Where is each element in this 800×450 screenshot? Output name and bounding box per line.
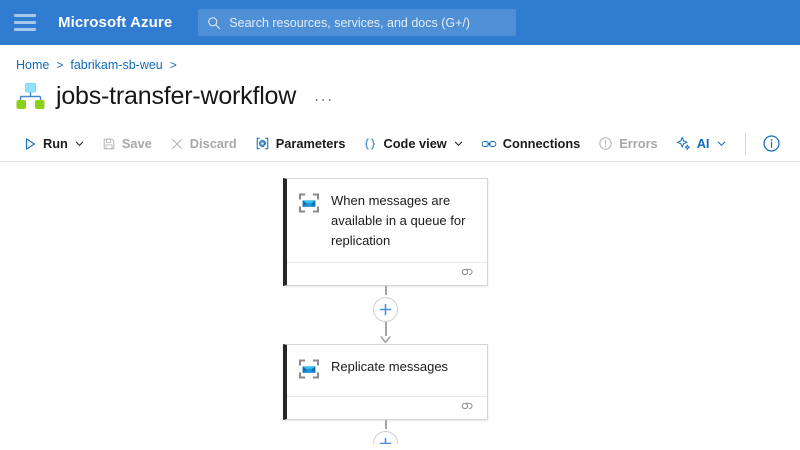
- chevron-down-icon: [75, 139, 84, 148]
- info-circle-icon[interactable]: [756, 134, 787, 153]
- ai-button[interactable]: AI: [667, 129, 735, 159]
- action-node-title: Replicate messages: [331, 359, 449, 374]
- insert-step-button-1[interactable]: [373, 297, 398, 322]
- connector-line-top: [384, 286, 387, 297]
- close-x-icon: [170, 137, 184, 151]
- connector-1: [283, 286, 488, 344]
- run-label: Run: [43, 136, 68, 151]
- connections-label: Connections: [502, 136, 581, 151]
- chevron-down-icon: [454, 139, 463, 148]
- connector-line-bottom: [384, 322, 387, 336]
- service-bus-icon: [298, 358, 320, 385]
- breadcrumb-separator-2: >: [169, 58, 177, 72]
- chevron-down-icon: [717, 139, 726, 148]
- parameters-button[interactable]: Parameters: [246, 129, 355, 159]
- action-node[interactable]: Replicate messages: [283, 344, 488, 420]
- global-search-placeholder: Search resources, services, and docs (G+…: [229, 15, 471, 30]
- logic-app-workflow-icon: [14, 80, 46, 112]
- errors-button: Errors: [589, 129, 666, 159]
- errors-label: Errors: [619, 136, 658, 151]
- azure-top-header: Microsoft Azure Search resources, servic…: [0, 0, 800, 45]
- service-bus-icon: [298, 192, 320, 219]
- page-title: jobs-transfer-workflow: [56, 81, 297, 110]
- code-view-button[interactable]: Code view: [354, 129, 471, 159]
- at-bracket-icon: [255, 136, 270, 151]
- workflow-graph: When messages are available in a queue f…: [283, 178, 488, 444]
- link-icon: [481, 136, 497, 152]
- save-label: Save: [121, 136, 152, 151]
- connection-link-icon[interactable]: [460, 265, 475, 283]
- global-search-box[interactable]: Search resources, services, and docs (G+…: [198, 9, 517, 36]
- discard-button: Discard: [161, 129, 246, 159]
- search-icon: [207, 16, 221, 30]
- breadcrumb-item-resource[interactable]: fabrikam-sb-weu: [70, 58, 163, 72]
- action-node-body: Replicate messages: [287, 345, 487, 396]
- breadcrumb: Home > fabrikam-sb-weu >: [0, 45, 800, 72]
- discard-label: Discard: [189, 136, 237, 151]
- action-node-footer: [287, 396, 487, 419]
- command-toolbar: Run Save Discard: [0, 126, 800, 162]
- save-disk-icon: [102, 137, 116, 151]
- run-button[interactable]: Run: [14, 129, 93, 159]
- connector-2: [283, 420, 488, 444]
- insert-step-button-2[interactable]: [373, 431, 398, 444]
- play-icon: [23, 137, 37, 151]
- code-view-label: Code view: [383, 136, 447, 151]
- save-button: Save: [93, 129, 161, 159]
- error-circle-icon: [598, 136, 613, 151]
- curly-braces-icon: [363, 137, 377, 151]
- toolbar-divider: [744, 132, 746, 155]
- connection-link-icon[interactable]: [460, 399, 475, 417]
- page-more-options-button[interactable]: ···: [314, 90, 334, 108]
- connector-arrowhead: [380, 336, 391, 344]
- breadcrumb-item-home[interactable]: Home: [16, 58, 50, 72]
- connections-button[interactable]: Connections: [472, 129, 590, 159]
- ai-label: AI: [696, 136, 710, 151]
- workflow-designer-canvas[interactable]: When messages are available in a queue f…: [0, 162, 800, 444]
- azure-brand-label[interactable]: Microsoft Azure: [58, 14, 173, 31]
- parameters-label: Parameters: [275, 136, 346, 151]
- sparkle-icon: [676, 136, 691, 151]
- hamburger-icon[interactable]: [14, 14, 36, 31]
- trigger-node-title: When messages are available in a queue f…: [331, 193, 466, 248]
- trigger-node-body: When messages are available in a queue f…: [287, 179, 487, 262]
- trigger-node[interactable]: When messages are available in a queue f…: [283, 178, 488, 286]
- page-title-row: jobs-transfer-workflow ···: [0, 72, 800, 112]
- trigger-node-footer: [287, 262, 487, 285]
- breadcrumb-separator: >: [56, 58, 64, 72]
- connector-line-end: [384, 420, 387, 431]
